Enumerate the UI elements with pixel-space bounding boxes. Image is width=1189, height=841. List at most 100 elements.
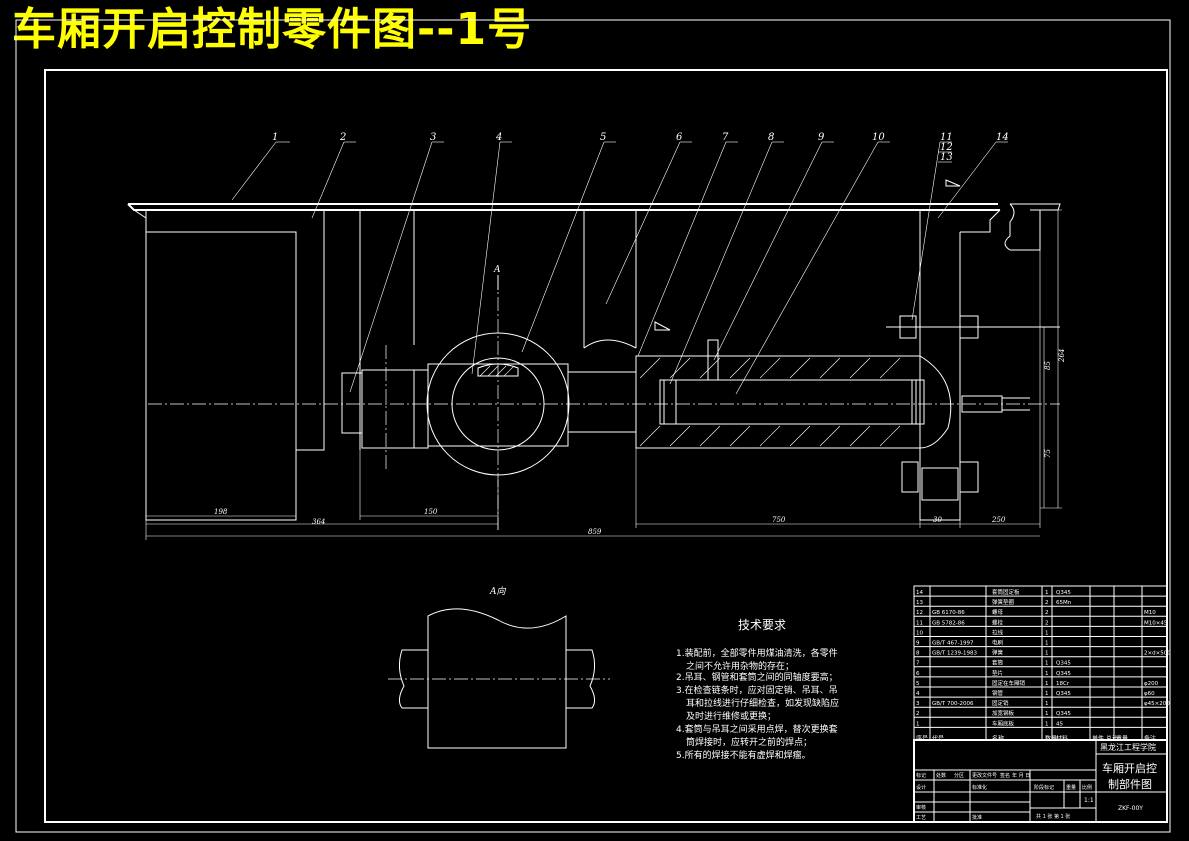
- balloon-6: 6: [676, 132, 683, 143]
- bom-cell-qty: 1: [1045, 711, 1049, 717]
- dim-750: 750: [772, 516, 786, 524]
- bom-header-code: 代号: [932, 734, 944, 742]
- bom-cell-name: 钢管: [992, 689, 1004, 697]
- balloon-1: 1: [272, 132, 278, 143]
- bom-cell-no: 12: [916, 610, 923, 616]
- tb-count: 处数: [936, 772, 946, 779]
- bom-cell-name: 固定销: [992, 699, 1009, 707]
- tb-date: 年 月 日: [1012, 772, 1030, 779]
- tb-marks: 标记: [916, 772, 926, 779]
- leader-lines: [231, 141, 1008, 395]
- tech-line-6: 及时进行维修或更换；: [686, 710, 776, 722]
- spring: [663, 379, 925, 425]
- bom-cell-qty: 1: [1045, 651, 1049, 657]
- lower-bolt: [901, 461, 919, 493]
- tb-sign: 签名: [1000, 772, 1010, 779]
- page-title: 车厢开启控制零件图--1号: [12, 4, 533, 55]
- bom-cell-no: 3: [916, 701, 920, 707]
- bom-cell-no: 10: [916, 630, 923, 636]
- bom-cell-no: 1: [916, 721, 920, 727]
- tech-line-5: 耳和拉线进行仔细检查，如发现缺陷应: [686, 697, 839, 709]
- tech-heading: 技术要求: [738, 618, 786, 632]
- balloon-11: 11: [940, 132, 953, 143]
- bom-cell-mat: Q345: [1056, 711, 1071, 717]
- dim-75: 75: [1044, 449, 1052, 458]
- bom-cell-note: 2×d×500: [1144, 651, 1171, 657]
- dim-198: 198: [214, 508, 228, 516]
- tb-zone: 分区: [954, 772, 964, 779]
- tech-requirements: 技术要求 1.装配前，全部零件用煤油清洗，各零件 之间不允许用杂物的存在； 2.…: [676, 618, 839, 761]
- bom-cell-qty: 1: [1045, 590, 1049, 596]
- bom-cell-name: 弹簧垫圈: [992, 598, 1015, 606]
- outer-frame: [15, 19, 1171, 833]
- main-section-view: A 1 2 3 4 5 6 7 8 9 10 11 12 13: [127, 132, 1066, 540]
- bom-cell-qty: 1: [1045, 641, 1049, 647]
- bom-cell-note: φ200: [1144, 681, 1159, 687]
- sheet-info: 共 1 张 第 1 张: [1036, 813, 1070, 820]
- bom-cell-code: GB 5782-86: [932, 620, 965, 626]
- drawing-name-2: 制部件图: [1108, 777, 1152, 791]
- sleeve-holder: [919, 210, 961, 521]
- floor-plate: [127, 203, 1000, 211]
- dim-85: 85: [1044, 361, 1052, 370]
- balloon-10: 10: [872, 132, 885, 143]
- bom-cell-no: 4: [916, 691, 920, 697]
- dimension-lines: [145, 209, 1062, 540]
- view-a: A向: [388, 586, 610, 749]
- bom-cell-mat: Q345: [1056, 661, 1071, 667]
- bom-cell-qty: 1: [1045, 691, 1049, 697]
- dim-364: 364: [312, 518, 325, 526]
- bom-cell-mat: 18Cr: [1056, 681, 1070, 687]
- tb-process: 工艺: [916, 815, 926, 821]
- bom-cell-no: 7: [916, 661, 920, 667]
- bom-cell-qty: 2: [1045, 620, 1049, 626]
- bom-cell-no: 5: [916, 681, 920, 687]
- tb-weight: 重量: [1066, 784, 1076, 791]
- bom-cell-note: φ60: [1144, 691, 1155, 697]
- bom-header-name: 名称: [992, 734, 1004, 742]
- bom-cell-name: 弹簧: [992, 649, 1004, 657]
- balloon-8: 8: [768, 132, 774, 143]
- bom-header-mat: 材料: [1056, 734, 1068, 742]
- bom-cell-qty: 2: [1045, 610, 1049, 616]
- tb-design: 设计: [916, 784, 926, 791]
- bom-cell-qty: 2: [1045, 600, 1049, 606]
- tech-line-4: 3.在检查链条时，应对固定销、吊耳、吊: [676, 684, 838, 696]
- bom-cell-code: GB/T 700-2006: [932, 701, 974, 707]
- bom-cell-name: 螺母: [992, 608, 1004, 616]
- bom-cell-name: 车厢底板: [992, 719, 1015, 727]
- bom-cell-note: M10×45: [1144, 620, 1168, 626]
- view-label-a-dir: A向: [489, 586, 506, 597]
- left-bracket: [145, 231, 297, 521]
- balloon-5: 5: [600, 132, 606, 143]
- bom-cell-note: M10: [1144, 610, 1156, 616]
- bom-cell-mat: 65Mn: [1056, 600, 1072, 606]
- bom-cell-qty: 1: [1045, 630, 1049, 636]
- balloon-2: 2: [339, 132, 346, 143]
- tech-line-3: 2.吊耳、钢管和套筒之间的同轴度要高；: [676, 671, 838, 683]
- bom-cell-mat: Q345: [1056, 590, 1071, 596]
- bom-cell-no: 8: [916, 651, 920, 657]
- tb-ratio: 比例: [1082, 784, 1092, 791]
- view-label-a: A: [493, 265, 501, 275]
- bom-cell-name: 固定在车厢销: [992, 679, 1026, 687]
- bom-cell-mat: 45: [1056, 721, 1063, 727]
- bom-cell-no: 9: [916, 641, 920, 647]
- balloon-9: 9: [818, 132, 825, 143]
- tech-line-9: 5.所有的焊接不能有虚焊和焊瘤。: [676, 749, 811, 761]
- bom-cell-name: 套筒: [992, 659, 1004, 667]
- drawing-code: ZKF-00Y: [1118, 805, 1143, 812]
- bom-cell-code: GB/T 467-1997: [932, 641, 974, 647]
- drawing-name-1: 车厢开启控: [1102, 761, 1157, 775]
- school-name: 黑龙江工程学院: [1100, 742, 1156, 752]
- reinforcing-plate: [295, 210, 325, 451]
- bom-cell-qty: 1: [1045, 671, 1049, 677]
- bom-header-note: 备注: [1144, 734, 1156, 742]
- bom-cell-code: GB 6170-86: [932, 610, 965, 616]
- balloon-3: 3: [430, 132, 436, 143]
- fixed-pin: [341, 372, 363, 434]
- balloon-13: 13: [940, 152, 953, 163]
- bom-cell-name: 拉线: [992, 628, 1004, 636]
- bom-cell-no: 2: [916, 711, 920, 717]
- dim-264: 264: [1058, 349, 1066, 363]
